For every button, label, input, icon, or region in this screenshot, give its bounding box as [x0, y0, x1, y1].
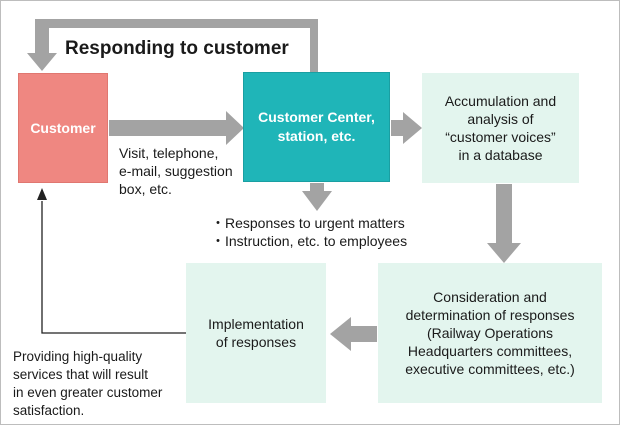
feedback-line	[41, 201, 186, 334]
arrow-customer-to-center	[109, 111, 244, 145]
customer-center-node: Customer Center, station, etc.	[243, 72, 390, 182]
customer-node: Customer	[18, 73, 108, 183]
feedback-arrowhead	[37, 188, 47, 200]
channels-label: Visit, telephone, e-mail, suggestion box…	[119, 145, 233, 197]
result-note: Providing high-quality services that wil…	[13, 349, 163, 418]
arrow-database-to-consideration	[487, 184, 521, 263]
consideration-node-label: Consideration and determination of respo…	[405, 289, 575, 377]
implementation-node-label: Implementation of responses	[208, 316, 304, 350]
database-node-label: Accumulation and analysis of “customer v…	[444, 93, 557, 163]
database-node: Accumulation and analysis of “customer v…	[422, 73, 579, 183]
customer-node-label: Customer	[30, 120, 96, 136]
consideration-node: Consideration and determination of respo…	[378, 263, 602, 403]
urgent-actions-label: ・Responses to urgent matters ・Instructio…	[211, 215, 408, 249]
customer-center-node-label: Customer Center, station, etc.	[258, 109, 375, 144]
arrow-center-down	[302, 183, 332, 211]
arrow-loop-back	[27, 19, 318, 72]
arrow-center-to-database	[391, 112, 422, 144]
implementation-node: Implementation of responses	[186, 263, 326, 403]
arrow-consideration-to-implementation	[330, 317, 377, 351]
diagram-title: Responding to customer	[65, 38, 289, 59]
